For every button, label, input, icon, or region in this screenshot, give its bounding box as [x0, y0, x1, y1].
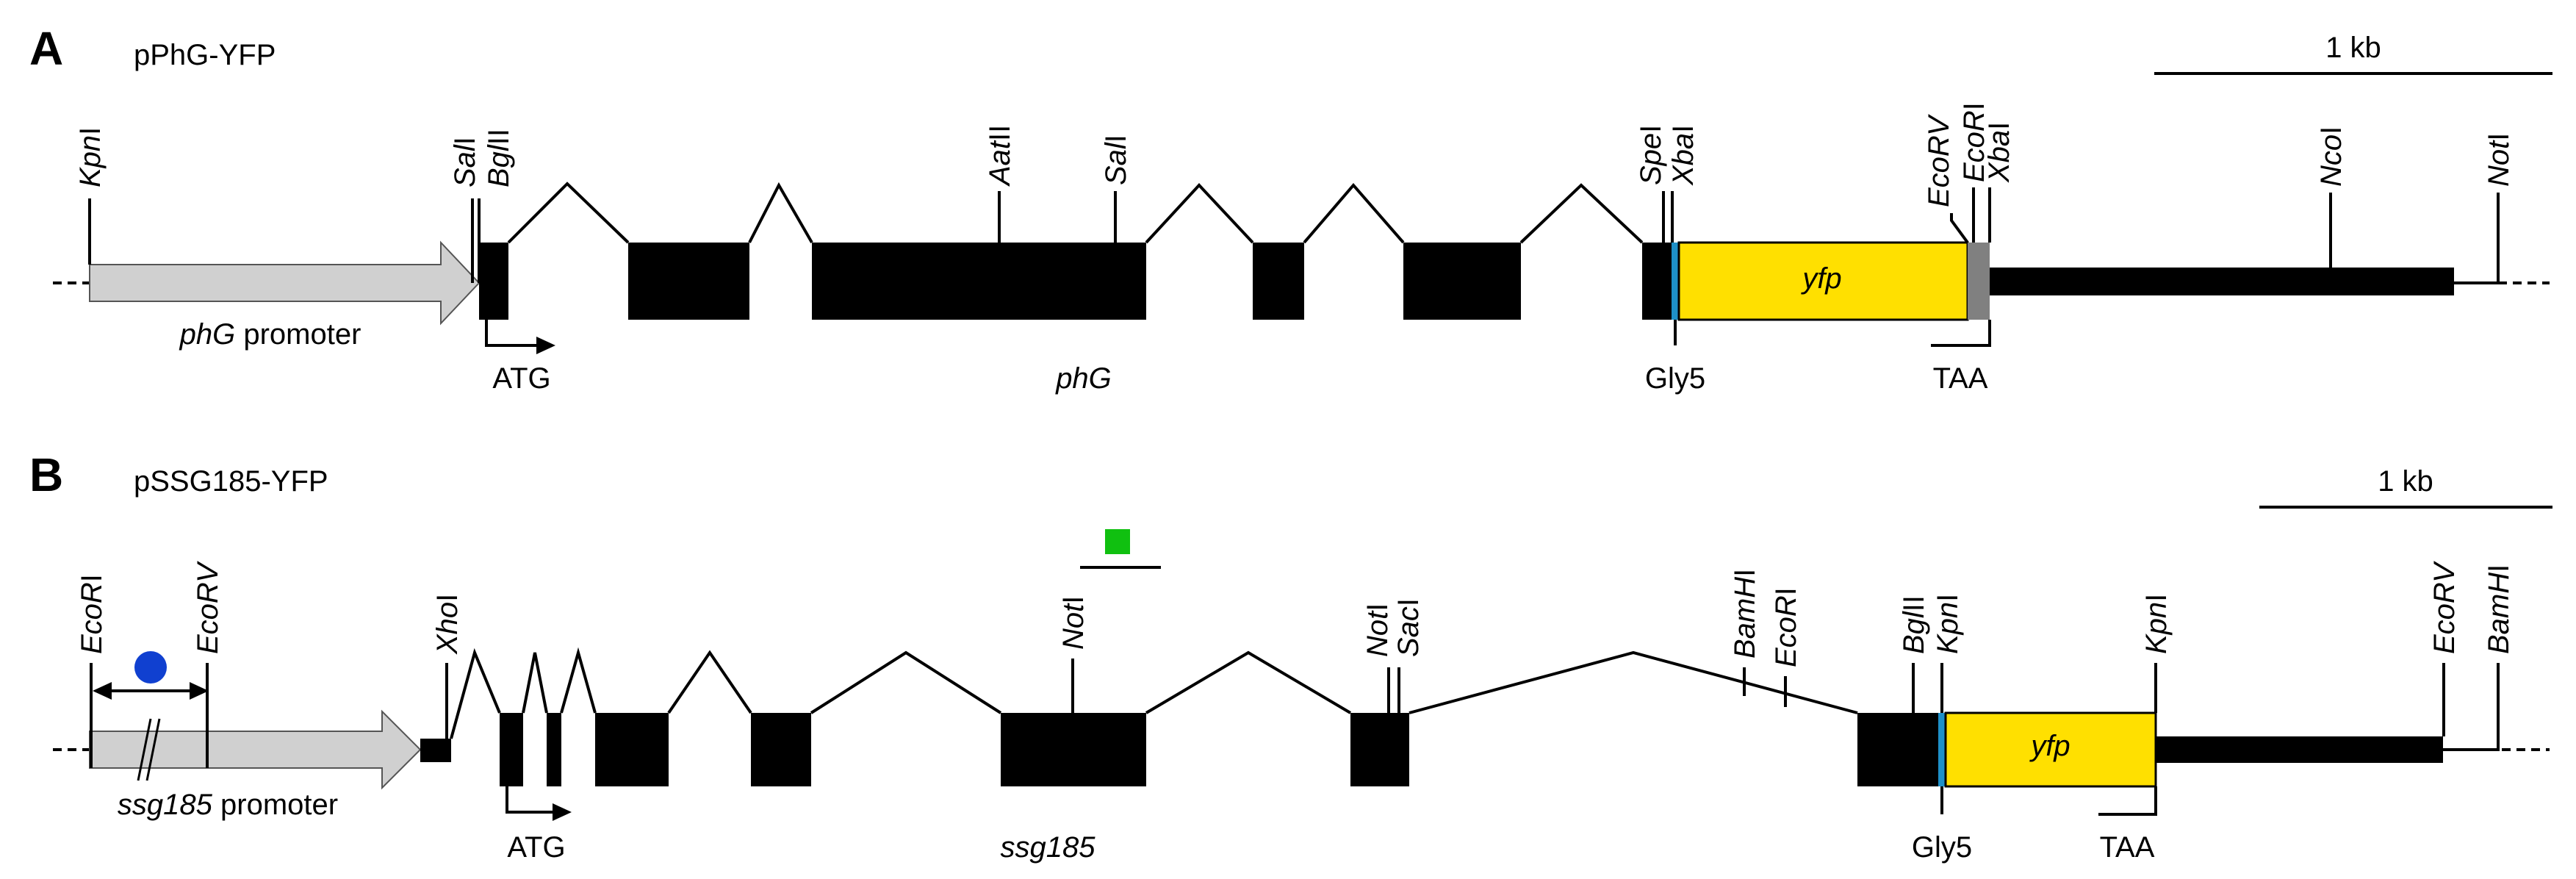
panel-b-exon: [595, 713, 669, 786]
panel-b-letter: B: [29, 448, 63, 501]
panel-a-site-tick: [2454, 193, 2500, 284]
panel-b-distance-arrowhead-left: [93, 682, 112, 700]
panel-a-intron: [1303, 182, 1405, 244]
panel-b-intron: [450, 647, 501, 739]
panel-b-scale-label: 1 kb: [2378, 465, 2433, 498]
panel-b-site-label: EcoRV: [2428, 561, 2461, 654]
panel-a-site-label: NotI: [2483, 133, 2515, 187]
panel-a-promoter-arrow: [89, 240, 481, 326]
panel-a-letter: A: [29, 22, 63, 75]
panel-b-site-label: EcoRV: [192, 561, 224, 654]
panel-b-exon: [500, 713, 523, 786]
panel-b-gly5-linker: [1938, 713, 1946, 786]
panel-a-atg-arrowhead: [536, 337, 555, 354]
panel-b-site-label: BglII: [1898, 595, 1930, 654]
panel-b-exon: [751, 713, 811, 786]
panel-a-site-label: SalI: [1100, 134, 1132, 185]
panel-b-site-label: XhoI: [431, 594, 464, 655]
panel-b-intron: [1145, 650, 1352, 714]
panel-b-3prime-region: [2156, 736, 2443, 763]
panel-b-gly5-label: Gly5: [1912, 831, 1972, 864]
panel-a-intron: [1519, 183, 1644, 244]
panel-b-atg-label: ATG: [507, 831, 565, 864]
panel-b-site-label: NotI: [1057, 596, 1090, 650]
panel-b-promoter-break: [145, 718, 161, 781]
panel-a-stop-region: [1968, 243, 1990, 320]
panel-a-site-label: NcoI: [2315, 126, 2347, 187]
panel-a-exon: [1642, 243, 1672, 320]
panel-a-site-label: SpeI: [1635, 125, 1667, 185]
panel-b-exon: [1001, 713, 1146, 786]
panel-a-site-label: AatII: [984, 125, 1016, 187]
panel-a-site-label: SalI: [449, 137, 481, 187]
panel-b-promoter-arrow: [89, 709, 422, 790]
panel-b-site-label: EcoRI: [1770, 587, 1802, 667]
panel-b-promoter-label: ssg185 promoter: [118, 789, 338, 821]
panel-b-site-label: BamHI: [1729, 569, 1761, 659]
panel-b-distance-arrowhead-right: [190, 682, 209, 700]
panel-b-intron: [522, 652, 548, 714]
panel-a-site-tick: [1950, 213, 1969, 244]
panel-b-exon: [1857, 713, 1944, 786]
panel-a-intron: [507, 182, 630, 244]
panel-a-taa-label: TAA: [1933, 362, 1988, 395]
panel-b-taa-label: TAA: [2100, 831, 2155, 864]
panel-b-intron: [810, 650, 1002, 714]
panel-b-yfp-box: [1944, 711, 2157, 788]
panel-b-exon: [1350, 713, 1409, 786]
panel-a-site-label: XbaI: [1667, 125, 1699, 186]
panel-a: A pPhG-YFP 1 kb phG promoter yfp: [29, 22, 2552, 395]
panel-b-taa-bracket: [2098, 786, 2157, 816]
panel-a-exon: [1403, 243, 1521, 320]
panel-b-site-label: KpnI: [2140, 594, 2173, 654]
panel-a-yfp-box: [1677, 241, 1969, 321]
panel-a-site-label: EcoRV: [1923, 114, 1955, 207]
panel-a-exon: [628, 243, 749, 320]
panel-a-atg-arrow: [485, 320, 536, 347]
panel-a-intron: [748, 182, 813, 243]
panel-b-promoter-break: [137, 718, 152, 781]
panel-a-site-label: XbaI: [1983, 122, 2015, 183]
panel-b-exon: [547, 713, 561, 786]
panel-a-site-label: KpnI: [74, 127, 107, 187]
panel-b-site-label: SacI: [1392, 598, 1425, 657]
panel-b-exon: [420, 739, 451, 762]
panel-a-scale-label: 1 kb: [2325, 32, 2381, 64]
panel-b-plasmid-name: pSSG185-YFP: [134, 465, 328, 498]
panel-b-atg-arrowhead: [553, 803, 572, 821]
panel-a-promoter-label: phG promoter: [179, 318, 361, 351]
blue-circle-marker-icon: [134, 651, 167, 684]
panel-a-taa-bracket: [1931, 320, 1991, 347]
panel-b-gene-label: ssg185: [1001, 831, 1096, 864]
panel-b-intron: [667, 650, 752, 714]
green-square-marker-icon: [1105, 529, 1130, 554]
panel-a-gly5-linker: [1672, 243, 1679, 320]
panel-a-3prime-region: [1990, 268, 2454, 295]
panel-a-exon: [479, 243, 508, 320]
panel-a-intron: [1145, 183, 1254, 244]
panel-b-site-label: KpnI: [1932, 594, 1964, 654]
panel-a-exon: [812, 243, 1146, 320]
panel-b-site-label: BamHI: [2483, 564, 2515, 654]
panel-a-atg-label: ATG: [492, 362, 550, 395]
panel-b-site-label: NotI: [1361, 603, 1394, 657]
panel-b-yfp-label: yfp: [2029, 730, 2070, 762]
panel-a-yfp-label: yfp: [1800, 262, 1841, 295]
panel-a-gene-label: phG: [1055, 362, 1112, 395]
panel-b-site-label: EcoRI: [76, 574, 108, 654]
panel-a-exon: [1253, 243, 1304, 320]
panel-b-site-tick: [2443, 663, 2500, 751]
panel-a-gly5-label: Gly5: [1645, 362, 1705, 395]
panel-a-plasmid-name: pPhG-YFP: [134, 39, 276, 71]
panel-b-atg-arrow: [506, 786, 553, 814]
panel-b-intron: [1408, 650, 1858, 714]
panel-b-intron: [560, 647, 597, 714]
panel-a-site-label: EcoRI: [1958, 102, 1990, 182]
panel-b: B pSSG185-YFP 1 kb ssg185 promoter: [29, 448, 2552, 864]
panel-a-site-label: BglII: [483, 129, 515, 187]
